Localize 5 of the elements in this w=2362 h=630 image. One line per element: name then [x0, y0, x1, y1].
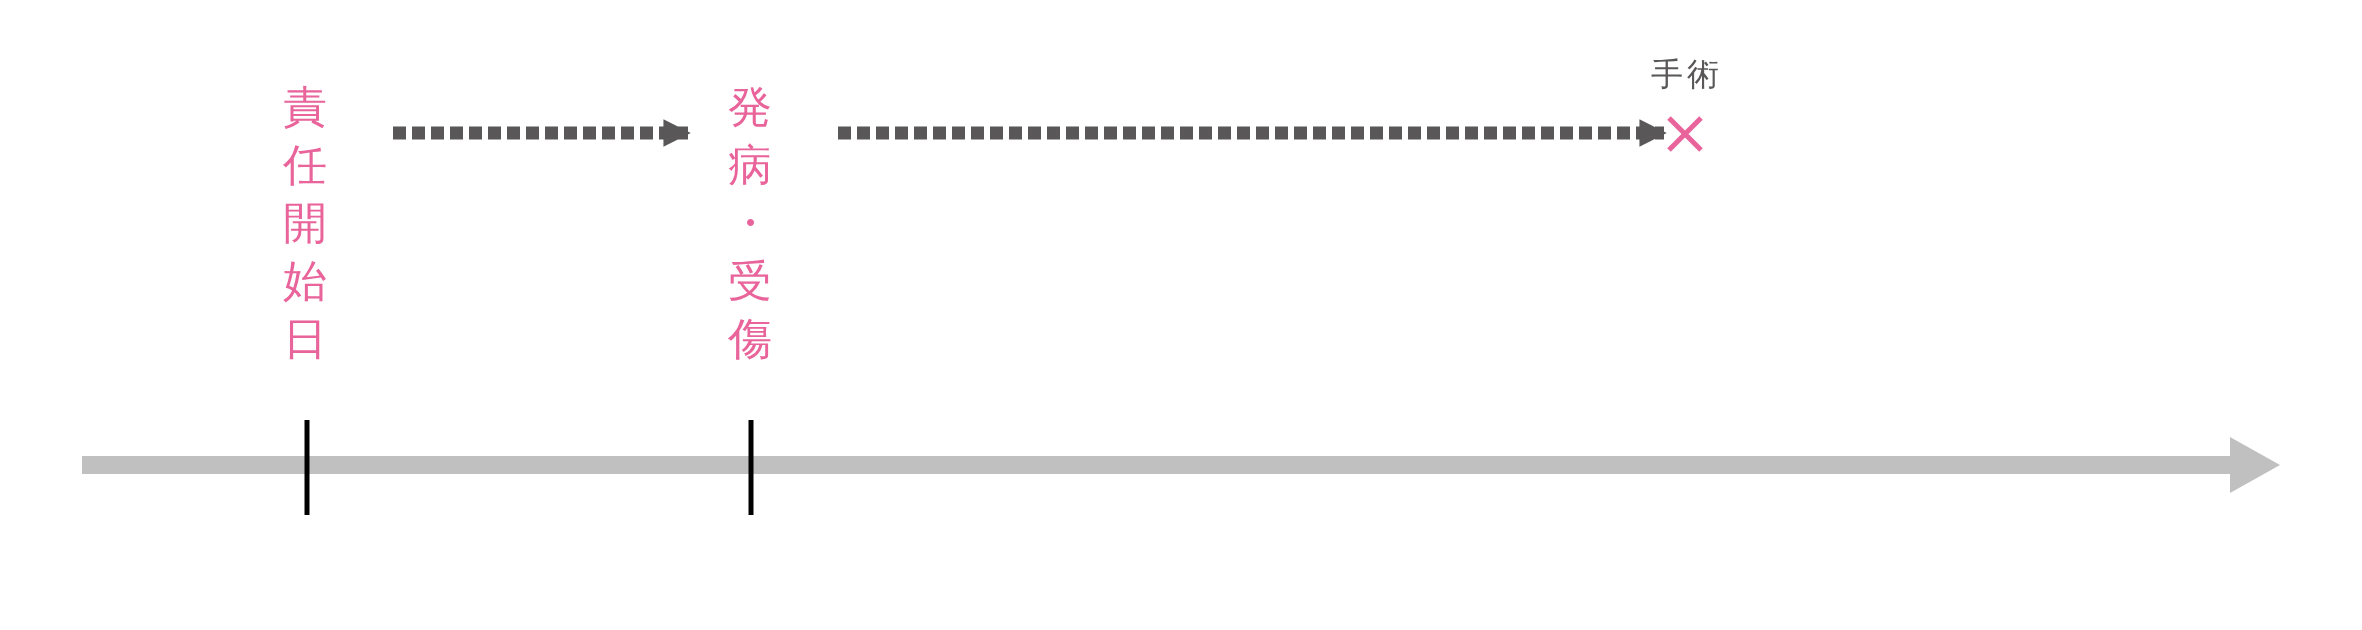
event-label: 責任開始日	[283, 80, 327, 366]
event-label: 発病・受傷	[728, 80, 772, 366]
event-caption: 手術	[1651, 54, 1723, 95]
dashed-arrow	[393, 119, 691, 147]
dashed-arrow	[838, 119, 1667, 147]
